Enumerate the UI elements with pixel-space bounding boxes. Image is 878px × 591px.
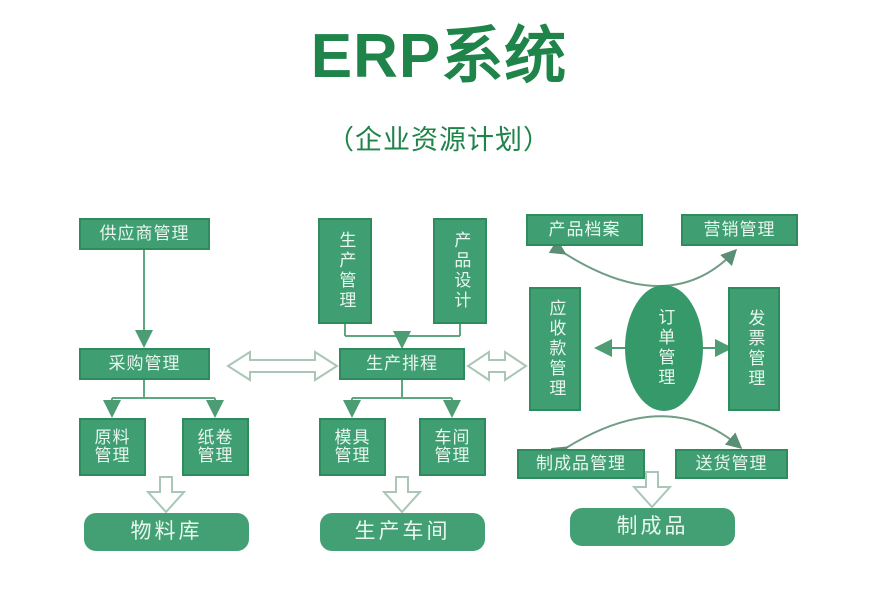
node-material-warehouse[interactable]: 物料库 <box>84 513 249 551</box>
node-purchase-mgmt[interactable]: 采购管理 <box>79 348 210 380</box>
node-production-mgmt[interactable]: 生产管理 <box>318 218 372 324</box>
node-supplier-mgmt[interactable]: 供应商管理 <box>79 218 210 250</box>
node-receivable-mgmt[interactable]: 应收款管理 <box>529 287 581 411</box>
page-subtitle: （企业资源计划） <box>327 125 551 155</box>
node-mould-mgmt[interactable]: 模具 管理 <box>319 418 386 476</box>
hollow-arrow-to-material-warehouse <box>145 476 187 514</box>
node-product-archive[interactable]: 产品档案 <box>526 214 643 246</box>
hollow-double-arrow-purchase-schedule <box>226 350 339 382</box>
node-paper-roll-mgmt[interactable]: 纸卷 管理 <box>182 418 249 476</box>
node-finished-goods-mgmt[interactable]: 制成品管理 <box>517 449 645 479</box>
curved-double-arrow-finishedgoods-delivery <box>550 415 743 462</box>
node-production-schedule[interactable]: 生产排程 <box>339 348 465 380</box>
node-production-workshop[interactable]: 生产车间 <box>320 513 485 551</box>
curved-double-arrow-archive-marketing <box>548 239 738 287</box>
connector-schedule-to-workshops <box>343 380 461 418</box>
node-invoice-mgmt[interactable]: 发票管理 <box>728 287 780 411</box>
node-finished-goods[interactable]: 制成品 <box>570 508 735 546</box>
connector-purchase-to-materials <box>103 380 224 418</box>
node-delivery-mgmt[interactable]: 送货管理 <box>675 449 788 479</box>
node-marketing-mgmt[interactable]: 营销管理 <box>681 214 798 246</box>
node-product-design[interactable]: 产品设计 <box>433 218 487 324</box>
node-workshop-mgmt[interactable]: 车间 管理 <box>419 418 486 476</box>
node-material-mgmt[interactable]: 原料 管理 <box>79 418 146 476</box>
connector-production-inputs-to-schedule <box>344 324 461 349</box>
page-title: ERP系统 <box>310 22 568 91</box>
node-order-mgmt[interactable]: 订单管理 <box>625 285 703 411</box>
hollow-arrow-to-production-workshop <box>381 476 423 514</box>
hollow-double-arrow-schedule-receivable <box>466 350 528 382</box>
